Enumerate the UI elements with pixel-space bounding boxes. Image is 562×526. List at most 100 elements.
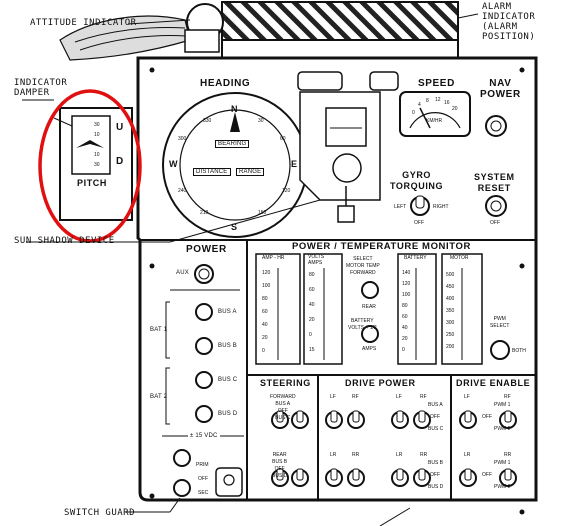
bus-b-label: BUS B xyxy=(218,343,238,349)
bus-a-label: BUS A xyxy=(218,309,237,315)
meter-scale-label: 20 xyxy=(262,335,268,341)
power-title: POWER xyxy=(186,244,227,255)
toggle-switch[interactable] xyxy=(325,410,343,429)
drive-enable-title: DRIVE ENABLE xyxy=(456,378,531,388)
toggle-switch[interactable] xyxy=(413,468,431,487)
meter-scale-label: 40 xyxy=(402,325,408,331)
steering-rear-label: REAR BUS B OFF BUS D xyxy=(272,452,288,479)
de-pwm1b-label: PWM 1 xyxy=(494,460,511,466)
meter-scale-label: 400 xyxy=(446,296,455,302)
highlight-ellipse xyxy=(38,89,142,243)
system-reset-title: SYSTEM RESET xyxy=(474,172,515,193)
toggle-switch[interactable] xyxy=(391,410,409,429)
callout-switch-guard: SWITCH GUARD xyxy=(64,508,136,518)
pitch-up-label: U xyxy=(116,122,124,133)
callout-indicator-damper: INDICATOR DAMPER xyxy=(14,78,68,98)
gyro-off-label: OFF xyxy=(414,220,424,226)
toggle-switch[interactable] xyxy=(271,468,289,487)
toggle-switch[interactable] xyxy=(291,410,309,429)
distance-window: DISTANCE xyxy=(193,168,231,176)
toggle-switch[interactable] xyxy=(271,410,289,429)
toggle-switch[interactable] xyxy=(347,468,365,487)
callout-sun-shadow-device: SUN SHADOW DEVICE xyxy=(14,236,115,246)
rear-label: REAR xyxy=(362,304,376,310)
heading-ring-number: 150 xyxy=(258,210,267,216)
dp-rf-label: RF xyxy=(352,394,359,400)
gyro-right-label: RIGHT xyxy=(433,204,449,210)
meter-scale-label: 15 xyxy=(309,347,315,353)
toggle-switch[interactable] xyxy=(325,468,343,487)
pwm-select-label: PWM SELECT xyxy=(490,316,510,329)
toggle-switch[interactable] xyxy=(391,468,409,487)
meter-scale-label: 80 xyxy=(309,272,315,278)
toggle-switch[interactable] xyxy=(291,468,309,487)
pitch-tick: 10 xyxy=(94,132,100,138)
amps-label: AMPS xyxy=(362,346,377,352)
callout-alarm-indicator: ALARM INDICATOR (ALARM POSITION) xyxy=(482,2,536,42)
pitch-down-label: D xyxy=(116,156,124,167)
meter-scale-label: 140 xyxy=(402,270,411,276)
heading-ring-number: 210 xyxy=(200,210,209,216)
de-off2-label: OFF xyxy=(482,472,492,478)
gyro-left-label: LEFT xyxy=(394,204,407,210)
monitor-title: POWER / TEMPERATURE MONITOR xyxy=(292,241,471,252)
speed-scale-label: 12 xyxy=(435,97,441,103)
range-window: RANGE xyxy=(236,168,265,176)
system-reset-off-label: OFF xyxy=(490,220,500,226)
heading-compass xyxy=(162,92,308,238)
pitch-indicator xyxy=(53,107,133,221)
bus-d-label: BUS D xyxy=(218,411,238,417)
vdc-label: ± 15 VDC xyxy=(188,433,220,439)
meter-scale-label: 60 xyxy=(309,287,315,293)
meter-scale-label: 80 xyxy=(402,303,408,309)
callout-attitude-indicator: ATTITUDE INDICATOR xyxy=(30,18,137,28)
attitude-indicator-handle xyxy=(59,3,224,61)
meter-scale-label: 40 xyxy=(309,302,315,308)
speed-title: SPEED xyxy=(418,78,455,89)
meter-scale-label: 500 xyxy=(446,272,455,278)
steering-forward-label: FORWARD BUS A OFF BUS C xyxy=(270,394,296,421)
speed-gauge xyxy=(399,91,471,137)
pitch-tick: 30 xyxy=(94,162,100,168)
pitch-tick: 10 xyxy=(94,152,100,158)
meter-scale-label: 450 xyxy=(446,284,455,290)
motor-label: MOTOR xyxy=(450,255,469,261)
dp-lf2-label: LF xyxy=(396,394,402,400)
dp-rr-label: RR xyxy=(352,452,360,458)
toggle-switch[interactable] xyxy=(499,410,517,429)
meter-scale-label: 350 xyxy=(446,308,455,314)
dp-bus-a-label: BUS A xyxy=(428,402,443,408)
meter-scale-label: 80 xyxy=(262,296,268,302)
dp-lr2-label: LR xyxy=(396,452,403,458)
heading-east: E xyxy=(291,159,298,169)
meter-scale-label: 100 xyxy=(402,292,411,298)
dp-bus-c-label: BUS C xyxy=(428,426,444,432)
toggle-switch[interactable] xyxy=(347,410,365,429)
prim-label: PRIM xyxy=(196,462,209,468)
battery-label: BATTERY xyxy=(404,255,427,261)
speed-unit: KM/HR xyxy=(426,118,443,124)
de-pwm2b-label: PWM 2 xyxy=(494,484,511,490)
speed-scale-label: 4 xyxy=(418,102,421,108)
toggle-switches xyxy=(271,410,517,487)
toggle-switch[interactable] xyxy=(459,468,477,487)
gyro-torquing-title: GYRO TORQUING xyxy=(390,170,444,191)
heading-ring-number: 120 xyxy=(282,188,291,194)
meter-scale-label: 250 xyxy=(446,332,455,338)
amp-hr-label: AMP - HR xyxy=(262,255,285,261)
toggle-switch[interactable] xyxy=(499,468,517,487)
de-pwm2-label: PWM 2 xyxy=(494,426,511,432)
meter-scale-label: 20 xyxy=(309,317,315,323)
meter-scale-label: 120 xyxy=(402,281,411,287)
de-rf-label: RF xyxy=(504,394,511,400)
toggle-switch[interactable] xyxy=(459,410,477,429)
toggle-switch[interactable] xyxy=(413,410,431,429)
heading-title: HEADING xyxy=(200,78,251,89)
meter-scale-label: 200 xyxy=(446,344,455,350)
dp-bus-b-label: BUS B xyxy=(428,460,444,466)
speed-scale-label: 20 xyxy=(452,106,458,112)
monitor-meters xyxy=(255,253,510,365)
sec-label: SEC xyxy=(198,490,209,496)
dp-lf-label: LF xyxy=(330,394,336,400)
